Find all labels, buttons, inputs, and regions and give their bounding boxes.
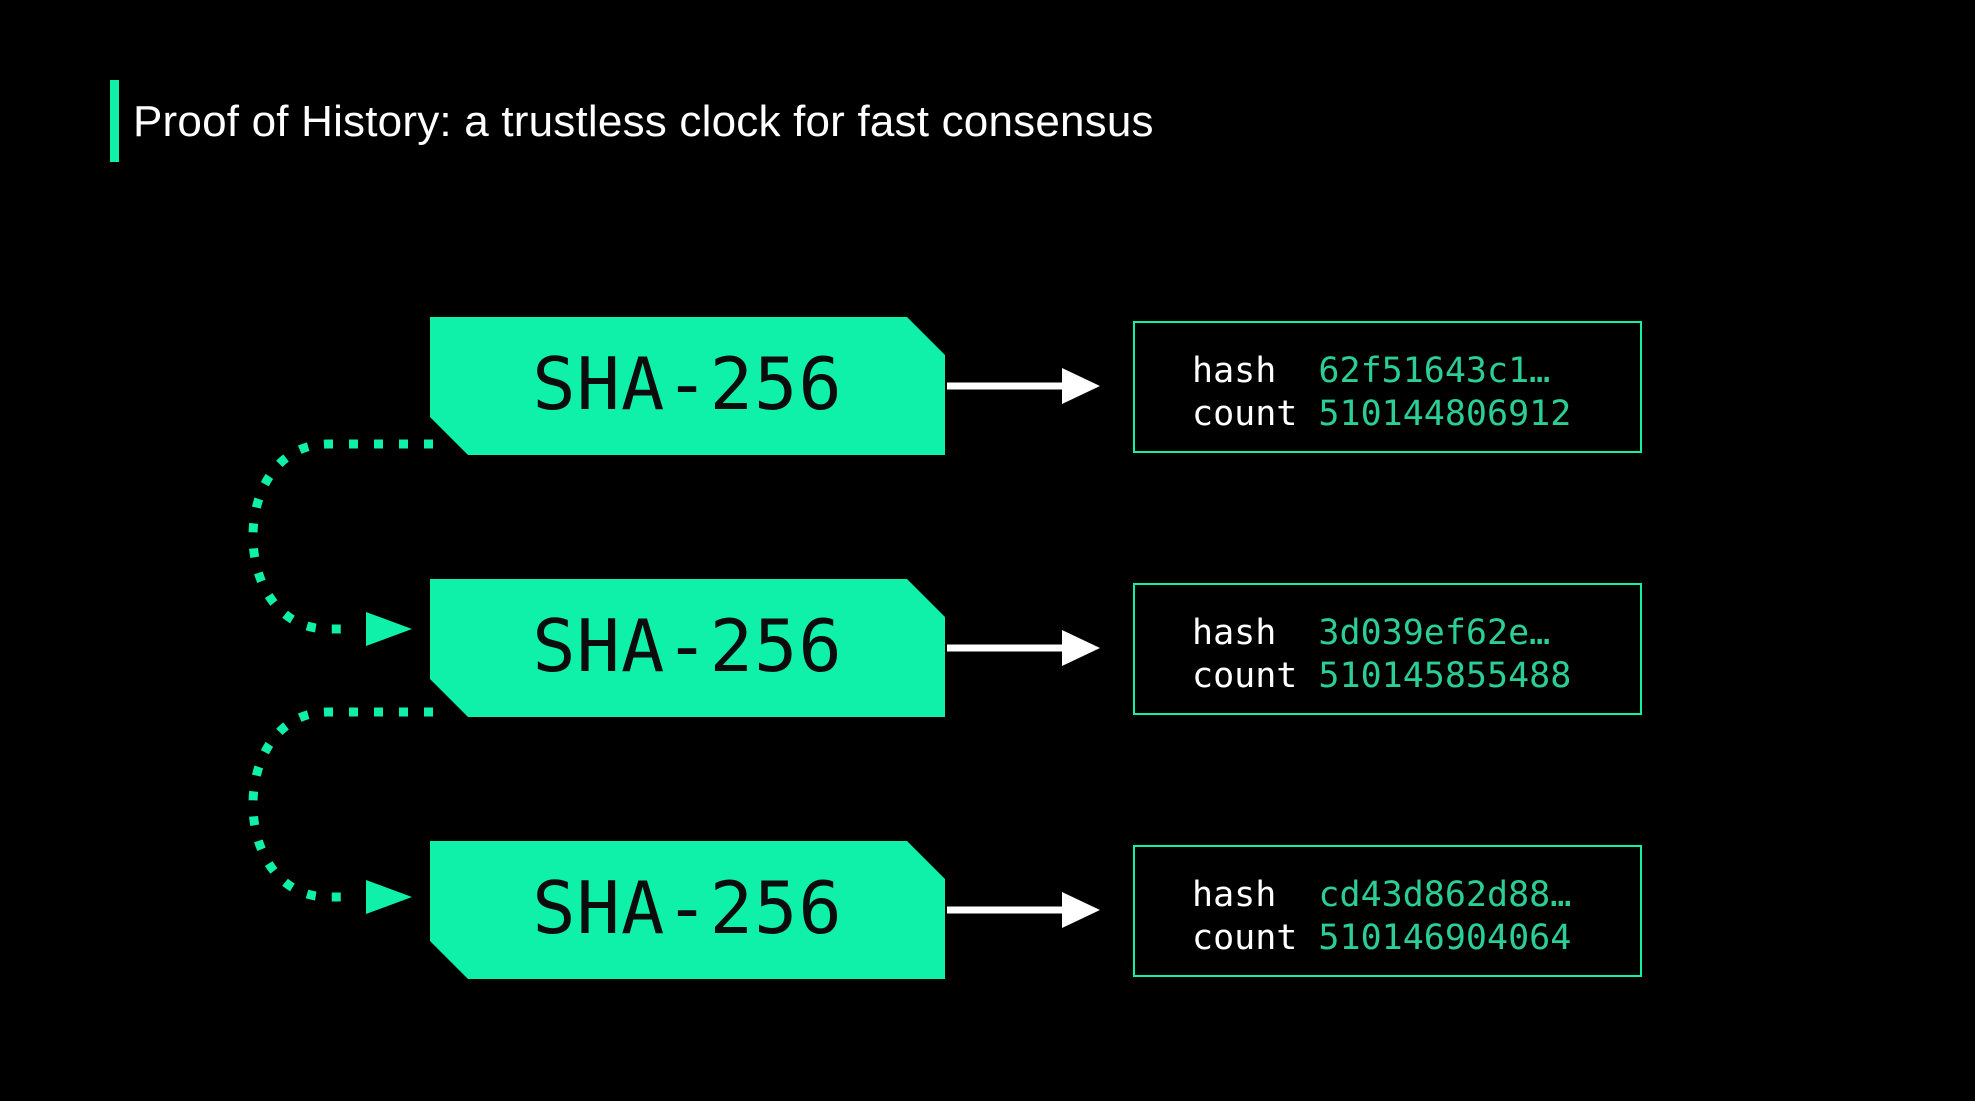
sha256-block-2: SHA-256 xyxy=(430,579,945,717)
loop-arrow-icon xyxy=(248,707,433,914)
count-value: 510144806912 xyxy=(1318,394,1572,434)
page-title: Proof of History: a trustless clock for … xyxy=(133,97,1154,146)
loop-arrow-icon xyxy=(248,439,433,646)
dotted-arrow-right-icon xyxy=(947,630,1100,666)
hash-info-box-3: hash cd43d862d88… count 510146904064 xyxy=(1133,845,1642,977)
sha256-block-label: SHA-256 xyxy=(532,342,843,426)
count-value: 510145855488 xyxy=(1318,656,1572,696)
count-line: count 510144806912 xyxy=(1192,393,1640,436)
hash-value: 62f51643c1… xyxy=(1318,351,1551,391)
sha256-block-label: SHA-256 xyxy=(532,866,843,950)
hash-label: hash xyxy=(1192,351,1277,391)
dotted-arrow-right-icon xyxy=(947,368,1100,404)
count-value: 510146904064 xyxy=(1318,918,1572,958)
sha256-block-label: SHA-256 xyxy=(532,604,843,688)
hash-line: hash 3d039ef62e… xyxy=(1192,612,1640,655)
count-label: count xyxy=(1192,394,1298,434)
hash-info-box-1: hash 62f51643c1… count 510144806912 xyxy=(1133,321,1642,453)
title-accent-bar xyxy=(110,80,119,162)
hash-value: cd43d862d88… xyxy=(1318,875,1572,915)
hash-label: hash xyxy=(1192,613,1277,653)
count-line: count 510146904064 xyxy=(1192,917,1640,960)
hash-line: hash cd43d862d88… xyxy=(1192,874,1640,917)
hash-info-box-2: hash 3d039ef62e… count 510145855488 xyxy=(1133,583,1642,715)
dotted-arrow-right-icon xyxy=(947,892,1100,928)
hash-value: 3d039ef62e… xyxy=(1318,613,1551,653)
sha256-block-3: SHA-256 xyxy=(430,841,945,979)
count-label: count xyxy=(1192,656,1298,696)
hash-line: hash 62f51643c1… xyxy=(1192,350,1640,393)
count-label: count xyxy=(1192,918,1298,958)
hash-label: hash xyxy=(1192,875,1277,915)
count-line: count 510145855488 xyxy=(1192,655,1640,698)
sha256-block-1: SHA-256 xyxy=(430,317,945,455)
